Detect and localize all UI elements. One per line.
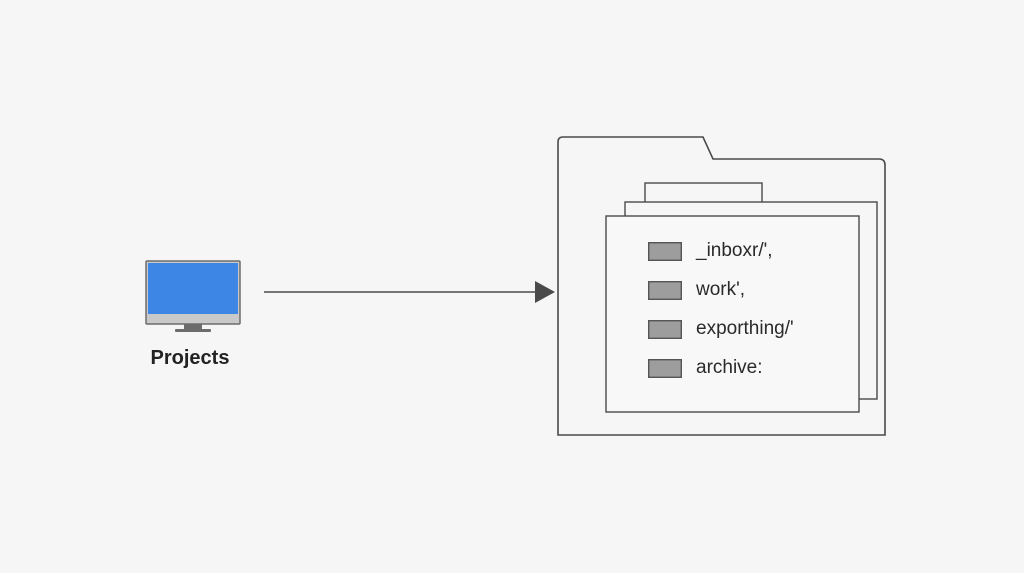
monitor-icon: [145, 260, 241, 332]
folder-icon: [648, 241, 682, 261]
monitor-screen: [148, 263, 238, 314]
arrow-right-icon: [264, 281, 555, 303]
arrow-head: [535, 281, 555, 303]
folder-icon: [557, 136, 886, 436]
folder-item-list: _inboxr/', work', exporthing/' archive:: [648, 236, 794, 392]
folder-item-label: archive:: [696, 357, 763, 378]
computer-label: Projects: [150, 347, 230, 369]
folder-back-page: [644, 182, 763, 204]
folder-item-label: _inboxr/',: [696, 240, 773, 261]
monitor-base: [175, 329, 211, 332]
list-item[interactable]: archive:: [648, 353, 794, 383]
folder-item-label: exporthing/': [696, 318, 794, 339]
folder-icon: [648, 358, 682, 378]
list-item[interactable]: _inboxr/',: [648, 236, 794, 266]
folder-icon: [648, 280, 682, 300]
list-item[interactable]: work',: [648, 275, 794, 305]
list-item[interactable]: exporthing/': [648, 314, 794, 344]
folder-icon: [648, 319, 682, 339]
folder-item-label: work',: [696, 279, 746, 300]
monitor-stand: [184, 324, 202, 330]
